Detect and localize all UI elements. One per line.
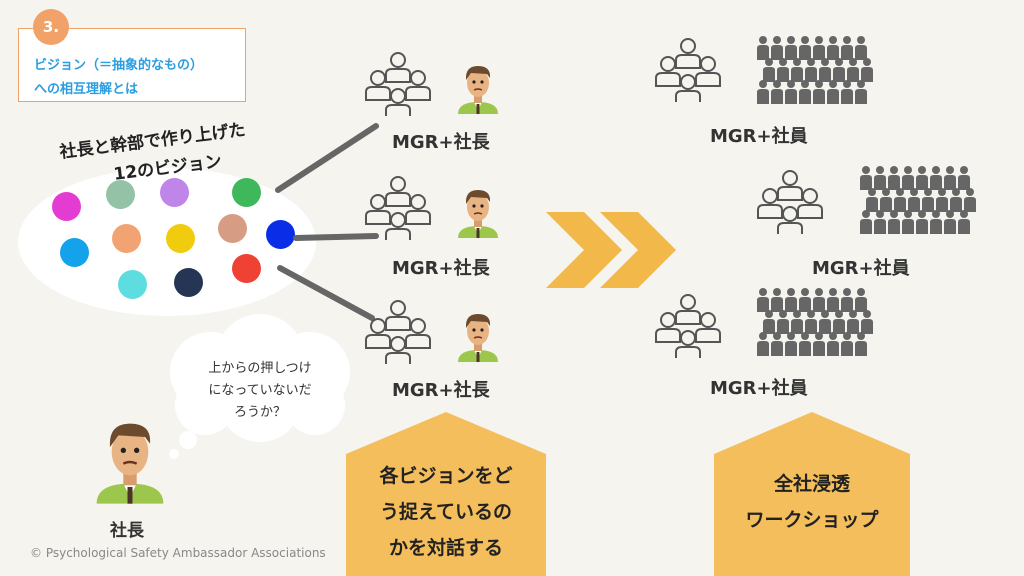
president-icon-2	[457, 189, 499, 239]
president-icon-1	[457, 65, 499, 115]
mgr-team-icon-5	[752, 160, 828, 234]
employees-crowd-icon-1	[757, 36, 873, 104]
thought-cloud	[169, 314, 350, 459]
connector-line-middle	[293, 233, 379, 241]
thought-line-2: になっていないだ	[208, 383, 312, 398]
vision-dot	[106, 180, 135, 209]
dialogue-line-1: 各ビジョンをど	[379, 465, 513, 487]
chevron-icon-2	[600, 212, 676, 288]
vision-dot	[166, 224, 195, 253]
vision-dot	[118, 270, 147, 299]
dialogue-line-2: う捉えているの	[379, 501, 513, 523]
connector-line-bottom	[277, 265, 375, 321]
president-large-icon	[95, 422, 165, 505]
mgr-president-label-1: MGR+社長	[392, 132, 490, 153]
mgr-team-icon-3	[360, 290, 436, 364]
employees-crowd-icon-2	[860, 166, 976, 234]
copyright-text: © Psychological Safety Ambassador Associ…	[30, 546, 326, 560]
step-badge: 3.	[33, 9, 69, 45]
workshop-house-shape	[714, 412, 910, 576]
vision-dot	[232, 254, 261, 283]
mgr-employees-label-2: MGR+社員	[812, 258, 910, 279]
workshop-line-2: ワークショップ	[745, 509, 879, 531]
mgr-president-label-2: MGR+社長	[392, 258, 490, 279]
mgr-president-label-3: MGR+社長	[392, 380, 490, 401]
vision-dot	[266, 220, 295, 249]
workshop-line-1: 全社浸透	[773, 473, 850, 495]
vision-dot	[174, 268, 203, 297]
vision-dot	[218, 214, 247, 243]
thought-line-1: 上からの押しつけ	[208, 361, 312, 376]
topic-line-2: への相互理解とは	[34, 82, 139, 97]
connector-line-top	[275, 123, 379, 193]
mgr-team-icon-2	[360, 166, 436, 240]
dialogue-house-shape	[346, 412, 546, 576]
employees-crowd-icon-3	[757, 288, 873, 356]
vision-dot	[112, 224, 141, 253]
mgr-team-icon-1	[360, 42, 436, 116]
thought-line-3: ろうか？	[233, 405, 286, 420]
vision-dot	[160, 178, 189, 207]
mgr-employees-label-1: MGR+社員	[710, 126, 808, 147]
mgr-employees-label-3: MGR+社員	[710, 378, 808, 399]
mgr-team-icon-6	[650, 284, 726, 358]
mgr-team-icon-4	[650, 28, 726, 102]
vision-dot	[232, 178, 261, 207]
topic-line-1: ビジョン（＝抽象的なもの）	[34, 58, 204, 73]
vision-dot	[60, 238, 89, 267]
dialogue-line-3: かを対話する	[388, 537, 503, 559]
president-label: 社長	[110, 521, 144, 541]
vision-dot	[52, 192, 81, 221]
president-icon-3	[457, 313, 499, 363]
chevron-icon-1	[546, 212, 622, 288]
